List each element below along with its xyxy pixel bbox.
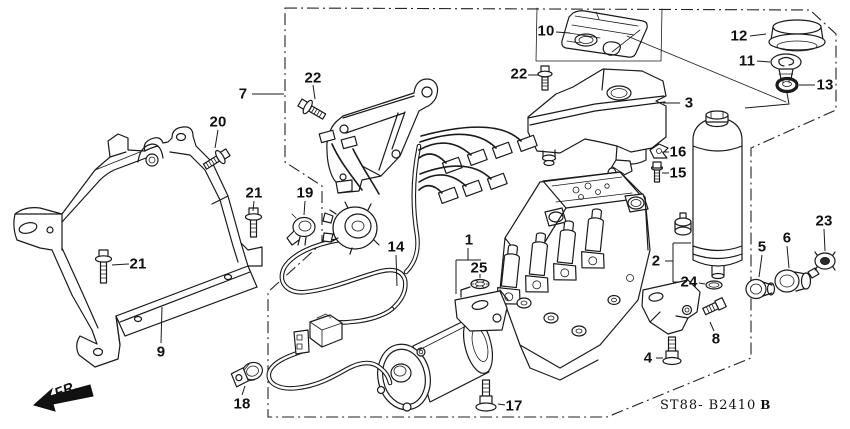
bolt-17 [475, 379, 497, 412]
front-direction-arrow [32, 384, 94, 412]
callout-2[interactable]: 2 [651, 252, 661, 270]
callout-22a[interactable]: 22 [304, 69, 322, 87]
callout-9[interactable]: 9 [156, 343, 166, 361]
callout-16[interactable]: 16 [669, 143, 687, 161]
leader-lines [111, 31, 826, 406]
callout-25[interactable]: 25 [470, 259, 488, 277]
callout-24[interactable]: 24 [680, 273, 698, 291]
bolt-22-right [537, 65, 553, 91]
bolt-21-upper [244, 207, 263, 238]
cap-label-box [535, 7, 663, 62]
bolt-4 [662, 336, 682, 366]
float-11 [770, 53, 802, 84]
diagram-code-main: ST88- B2410 [660, 398, 757, 413]
callout-12[interactable]: 12 [730, 27, 748, 45]
callout-3[interactable]: 3 [684, 94, 694, 112]
bracket-7 [326, 78, 439, 194]
callout-10[interactable]: 10 [537, 22, 555, 40]
callout-5[interactable]: 5 [757, 238, 767, 256]
callout-23[interactable]: 23 [815, 212, 833, 230]
assembly-boundary [267, 7, 837, 418]
callout-4[interactable]: 4 [643, 349, 653, 367]
pump-motor [376, 286, 508, 412]
bolt-21-lower [94, 249, 113, 284]
cap-6 [774, 267, 820, 293]
fitting-8 [702, 297, 727, 316]
callout-14[interactable]: 14 [387, 238, 405, 256]
callout-15[interactable]: 15 [669, 164, 687, 182]
clip-16 [649, 143, 669, 159]
callout-21a[interactable]: 21 [245, 184, 263, 202]
grommet-23 [814, 251, 836, 271]
callout-17[interactable]: 17 [505, 397, 523, 415]
diagram-code-suffix: B [760, 398, 772, 412]
screw-15 [650, 161, 664, 183]
callout-13[interactable]: 13 [816, 76, 834, 94]
grommet-19 [286, 213, 316, 246]
callout-18[interactable]: 18 [233, 395, 251, 413]
reservoir-cap-12 [768, 19, 826, 52]
bracket-9 [13, 126, 263, 368]
cap-label-plate [561, 10, 787, 103]
reservoir-3 [527, 68, 667, 179]
clamp-18 [230, 361, 264, 388]
wire-harness-14 [266, 126, 538, 391]
bolt-22-left [297, 98, 327, 120]
callout-6[interactable]: 6 [782, 229, 792, 247]
block-mount-bracket [641, 279, 701, 335]
callout-8[interactable]: 8 [711, 330, 721, 348]
o-ring-24 [705, 280, 723, 290]
callout-1[interactable]: 1 [464, 231, 474, 249]
grommet-13 [775, 76, 799, 94]
bolt-20 [202, 148, 231, 170]
washer-25 [470, 278, 490, 290]
callout-19[interactable]: 19 [296, 184, 314, 202]
callout-21b[interactable]: 21 [129, 255, 147, 273]
modulator-block-1 [497, 171, 692, 381]
callout-11[interactable]: 11 [738, 52, 756, 70]
callout-7[interactable]: 7 [238, 85, 248, 103]
callout-20[interactable]: 20 [209, 113, 227, 131]
callout-22b[interactable]: 22 [510, 65, 528, 83]
accumulator-2 [692, 110, 743, 280]
cap-5 [745, 278, 776, 300]
